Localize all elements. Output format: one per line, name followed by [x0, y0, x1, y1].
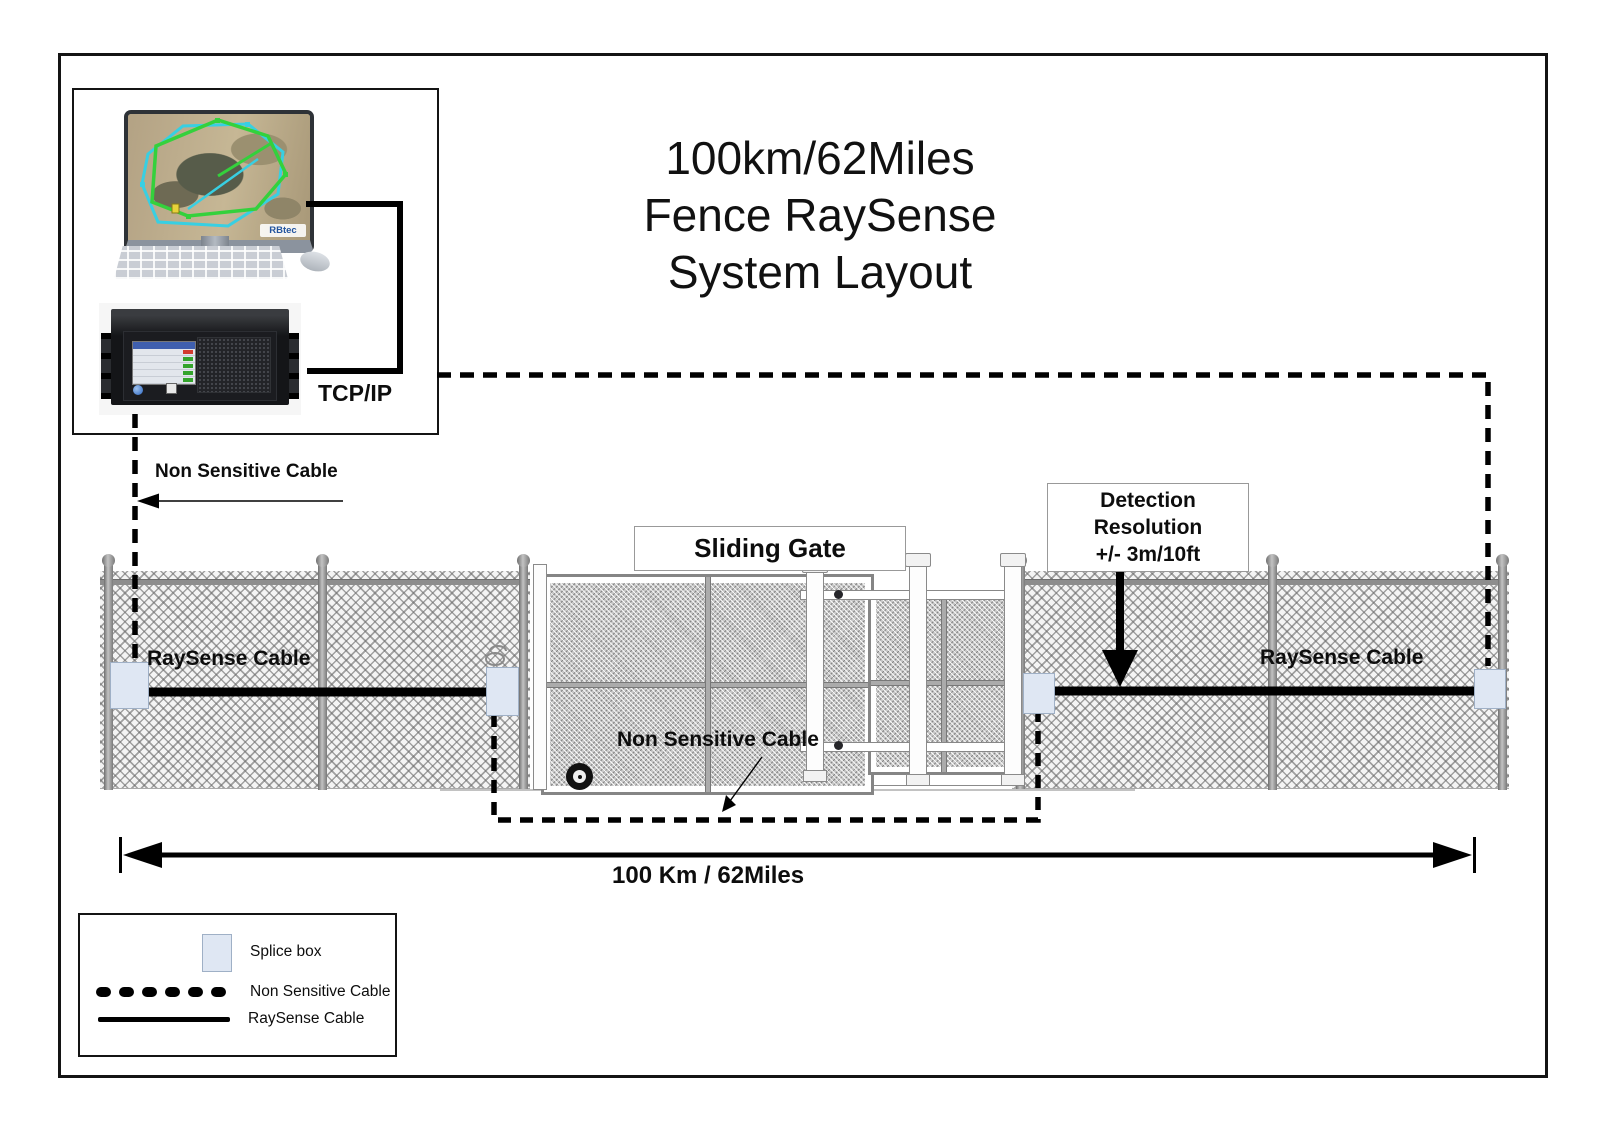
legend-item-label: RaySense Cable — [248, 1010, 365, 1027]
rack-faceplate — [123, 331, 277, 401]
non-sensitive-cable-label-top: Non Sensitive Cable — [155, 461, 338, 482]
sliding-gate-label: Sliding Gate — [694, 533, 846, 563]
gate-wheel — [566, 763, 593, 790]
monitor-icon: RBtec — [124, 110, 314, 253]
rbtec-logo: RBtec — [260, 224, 306, 237]
non-sensitive-cable-label-gate: Non Sensitive Cable — [617, 728, 819, 751]
map-perimeter-routes — [140, 118, 289, 228]
rack-ear-left — [101, 333, 111, 399]
raysense-cable-label-right: RaySense Cable — [1260, 646, 1424, 669]
splice-box — [486, 667, 519, 716]
rack-button — [166, 383, 177, 394]
detection-line-1: Detection — [1100, 489, 1196, 512]
fence-post — [1266, 554, 1279, 790]
fence-left-section — [100, 571, 530, 789]
rack-status-screen — [132, 341, 196, 385]
rack-vent-grille — [197, 337, 271, 393]
splice-box — [110, 662, 149, 709]
legend-non-sensitive-cable-swatch — [96, 987, 236, 997]
legend-item-label: Splice box — [250, 943, 322, 960]
raysense-cable-label-left: RaySense Cable — [147, 647, 311, 670]
rack-ear-right — [289, 333, 299, 399]
alarm-processing-unit — [99, 303, 301, 415]
gate-center-bar — [704, 577, 711, 792]
gate-bolt — [834, 741, 843, 750]
tcpip-label: TCP/IP — [318, 380, 393, 406]
title-line-3: System Layout — [667, 246, 973, 298]
splice-box — [1023, 673, 1055, 714]
legend-box — [78, 913, 397, 1057]
distance-label: 100 Km / 62Miles — [612, 862, 805, 889]
gate-guide-post — [905, 553, 931, 786]
splice-box — [1474, 669, 1506, 709]
title-line-2: Fence RaySense — [643, 189, 997, 241]
keyboard-icon — [114, 246, 288, 279]
gate-main-panel — [541, 574, 874, 795]
fence-right-top-rail — [1012, 579, 1509, 585]
fence-right-section — [1012, 571, 1509, 789]
detection-line-3: +/- 3m/10ft — [1095, 543, 1201, 566]
rack-knob — [133, 385, 143, 395]
sliding-gate-callout: Sliding Gate — [634, 526, 906, 571]
fence-post — [517, 554, 530, 790]
detection-line-2: Resolution — [1093, 516, 1203, 539]
diagram-title: 100km/62Miles Fence RaySense System Layo… — [600, 130, 1040, 301]
gate-guide-post — [1000, 553, 1026, 786]
gate-center-bar — [941, 594, 947, 772]
gate-frame-post — [533, 564, 547, 790]
fence-post — [102, 554, 115, 790]
title-line-1: 100km/62Miles — [665, 132, 975, 184]
gate-bolt — [834, 590, 843, 599]
legend-splice-box-swatch — [202, 934, 232, 972]
fence-post — [316, 554, 329, 790]
page-border — [58, 53, 1548, 1078]
fence-left-top-rail — [100, 579, 530, 585]
legend-raysense-cable-swatch — [98, 1017, 230, 1022]
map-display: RBtec — [128, 114, 310, 240]
detection-resolution-callout: Detection Resolution +/- 3m/10ft — [1047, 483, 1249, 572]
legend-item-label: Non Sensitive Cable — [250, 983, 391, 1000]
